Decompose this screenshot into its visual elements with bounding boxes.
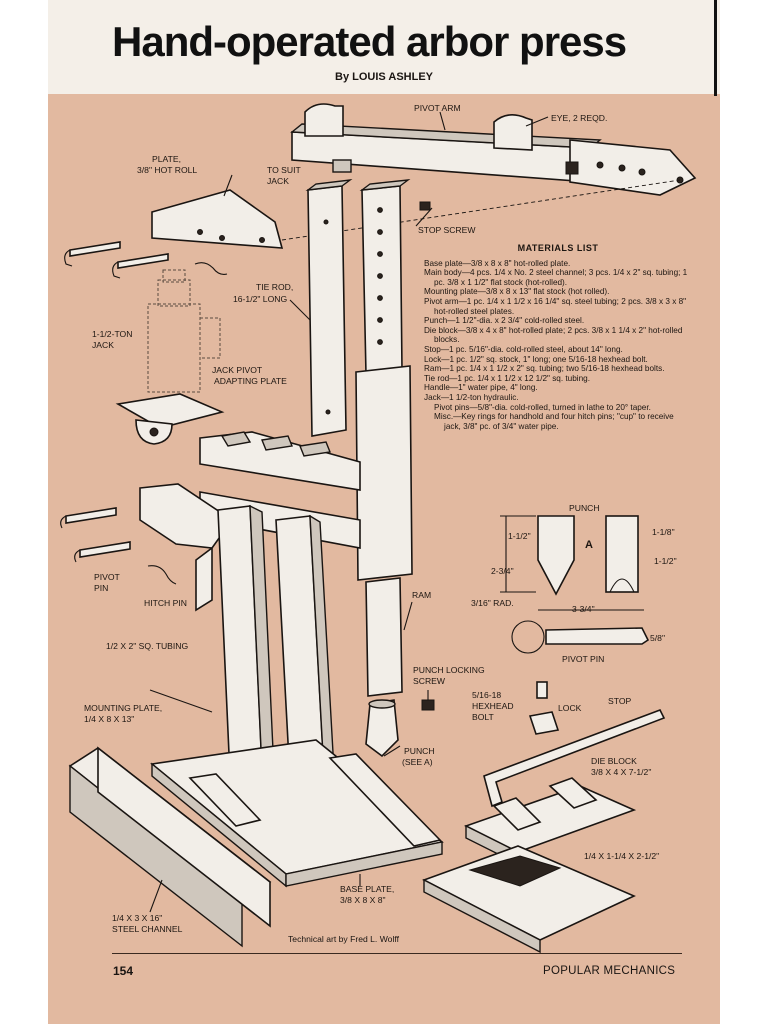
page-title: Hand-operated arbor press bbox=[112, 18, 627, 65]
label-hex-1: 5/16-18 bbox=[472, 690, 502, 700]
label-a: A bbox=[585, 539, 593, 551]
label-eye: EYE, 2 REQD. bbox=[551, 113, 608, 123]
pivot-arm-drawing bbox=[290, 103, 697, 196]
label-pivot-arm: PIVOT ARM bbox=[414, 103, 461, 113]
materials-item: Jack—1 1/2-ton hydraulic. bbox=[424, 392, 519, 402]
label-mounting-2: 1/4 X 8 X 13" bbox=[84, 714, 135, 724]
label-pivot-pin-1: PIVOT bbox=[94, 572, 120, 582]
page-number: 154 bbox=[113, 964, 134, 978]
label-punch-top: PUNCH bbox=[569, 503, 600, 513]
label-rad: 3/16" RAD. bbox=[471, 598, 514, 608]
materials-item: Stop—1 pc. 5/16"-dia. cold-rolled steel,… bbox=[424, 344, 623, 354]
label-dim-block: 1/4 X 1-1/4 X 2-1/2" bbox=[584, 851, 660, 861]
footer-rule bbox=[112, 953, 682, 954]
plate-drawing bbox=[151, 179, 681, 249]
header-rule bbox=[714, 0, 717, 96]
publication-name: POPULAR MECHANICS bbox=[543, 965, 676, 977]
label-ram: RAM bbox=[412, 590, 432, 600]
label-pivot-pin-2: PIN bbox=[94, 583, 109, 593]
materials-list: MATERIALS LIST Base plate—3/8 x 8 x 8" h… bbox=[424, 243, 692, 431]
jack-drawing bbox=[115, 269, 225, 445]
label-punch-see-1: PUNCH bbox=[404, 746, 435, 756]
label-sq-tubing: 1/2 X 2" SQ. TUBING bbox=[106, 641, 189, 651]
label-base-2: 3/8 X 8 X 8" bbox=[340, 895, 386, 905]
label-hex-3: BOLT bbox=[472, 712, 494, 722]
materials-item-indented: Misc.—Key rings for handhold and four hi… bbox=[434, 412, 674, 431]
stop-drawing bbox=[483, 681, 666, 808]
label-plate-1: PLATE, bbox=[152, 154, 181, 164]
punch-drawing bbox=[365, 699, 435, 758]
label-mounting-1: MOUNTING PLATE, bbox=[84, 703, 163, 713]
label-channel-2: STEEL CHANNEL bbox=[112, 924, 183, 934]
punch-detail-drawing bbox=[500, 515, 644, 611]
ram-drawing bbox=[355, 179, 431, 697]
label-dim-5-8: 5/8" bbox=[650, 633, 665, 643]
label-dim-1-1-2: 1-1/2" bbox=[508, 531, 531, 541]
steel-channel-drawing bbox=[68, 746, 272, 948]
label-jack-1: 1-1/2-TON bbox=[92, 329, 133, 339]
label-stop: STOP bbox=[608, 696, 632, 706]
label-plate-2: 3/8" HOT ROLL bbox=[137, 165, 198, 175]
label-lock: LOCK bbox=[558, 703, 582, 713]
materials-item: Main body—4 pcs. 1/4 x No. 2 steel chann… bbox=[424, 268, 688, 287]
label-to-suit-2: JACK bbox=[267, 176, 289, 186]
label-dim-1-1-2-b: 1-1/2" bbox=[654, 556, 677, 566]
label-dim-1-1-8: 1-1/8" bbox=[652, 527, 675, 537]
label-punch-see-2: (SEE A) bbox=[402, 757, 433, 767]
label-stop-screw: STOP SCREW bbox=[418, 225, 476, 235]
materials-item: Ram—1 pc. 1/4 x 1 1/2 x 2" sq. tubing; t… bbox=[424, 364, 665, 374]
label-pivot-pin-detail: PIVOT PIN bbox=[562, 654, 605, 664]
tie-rod-drawing bbox=[305, 179, 353, 437]
pivot-pin-drawing bbox=[60, 507, 177, 585]
label-tie-rod-2: 16-1/2" LONG bbox=[233, 294, 288, 304]
materials-item: Tie rod—1 pc. 1/4 x 1 1/2 x 12 1/2" sq. … bbox=[424, 373, 590, 383]
materials-title: MATERIALS LIST bbox=[517, 243, 599, 253]
materials-item: Base plate—3/8 x 8 x 8" hot-rolled plate… bbox=[424, 258, 571, 268]
label-channel-1: 1/4 X 3 X 16" bbox=[112, 913, 163, 923]
label-punch-lock-2: SCREW bbox=[413, 676, 445, 686]
materials-item: Lock—1 pc. 1/2" sq. stock, 1" long; one … bbox=[424, 354, 648, 364]
art-credit: Technical art by Fred L. Wolff bbox=[288, 934, 399, 944]
label-to-suit-1: TO SUIT bbox=[267, 165, 301, 175]
base-assembly-drawing bbox=[150, 739, 444, 888]
label-base-1: BASE PLATE, bbox=[340, 884, 395, 894]
materials-item: Pivot arm—1 pc. 1/4 x 1 1/2 x 16 1/4" sq… bbox=[424, 296, 687, 316]
materials-item-indented: Pivot pins—5/8"-dia. cold-rolled, turned… bbox=[434, 402, 651, 412]
leader-lines bbox=[149, 111, 549, 913]
die-block-drawing bbox=[422, 777, 637, 954]
hitch-pins-drawing bbox=[64, 241, 228, 279]
header-band bbox=[48, 0, 720, 94]
label-die-block-1: DIE BLOCK bbox=[591, 756, 637, 766]
materials-item: Die block—3/8 x 4 x 8" hot-rolled plate;… bbox=[424, 325, 683, 345]
label-dim-2-3-4: 2-3/4" bbox=[491, 566, 514, 576]
label-hitch-pin: HITCH PIN bbox=[144, 598, 187, 608]
materials-item: Punch—1 1/2"-dia. x 2 3/4" cold-rolled s… bbox=[424, 316, 585, 326]
materials-item: Handle—1" water pipe, 4" long. bbox=[424, 383, 538, 393]
label-punch-lock-1: PUNCH LOCKING bbox=[413, 665, 485, 675]
label-jack-pivot-2: ADAPTING PLATE bbox=[214, 376, 287, 386]
byline: By LOUIS ASHLEY bbox=[335, 71, 433, 83]
pivot-pin-detail-drawing bbox=[511, 620, 650, 654]
materials-item: Mounting plate—3/8 x 8 x 13" flat stock … bbox=[424, 287, 610, 297]
label-tie-rod-1: TIE ROD, bbox=[256, 282, 294, 292]
label-jack-2: JACK bbox=[92, 340, 114, 350]
label-dim-3-3-4: 3-3/4" bbox=[572, 604, 595, 614]
label-jack-pivot-1: JACK PIVOT bbox=[212, 365, 263, 375]
label-die-block-2: 3/8 X 4 X 7-1/2" bbox=[591, 767, 652, 777]
label-hex-2: HEXHEAD bbox=[472, 701, 514, 711]
